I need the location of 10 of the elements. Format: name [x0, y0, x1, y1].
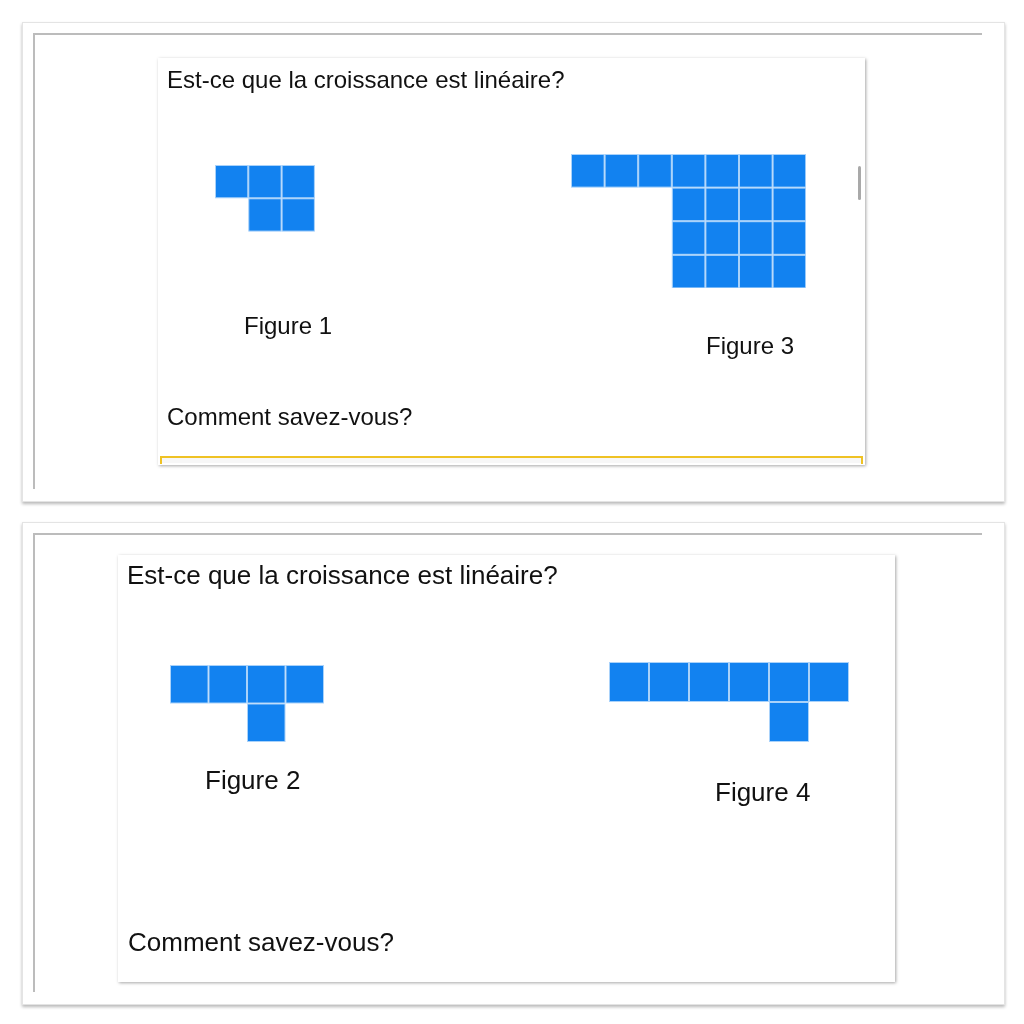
figure-caption: Figure 1 [244, 312, 333, 340]
figure-caption: Figure 2 [205, 766, 301, 796]
figure-caption: Figure 4 [715, 778, 811, 808]
question-card [158, 58, 865, 465]
question-text: Comment savez-vous? [167, 403, 413, 431]
question-text: Est-ce que la croissance est linéaire? [127, 561, 558, 591]
question-text: Est-ce que la croissance est linéaire? [167, 66, 565, 94]
figure-caption: Figure 3 [706, 332, 795, 360]
question-text: Comment savez-vous? [128, 928, 394, 958]
question-card [118, 555, 895, 982]
